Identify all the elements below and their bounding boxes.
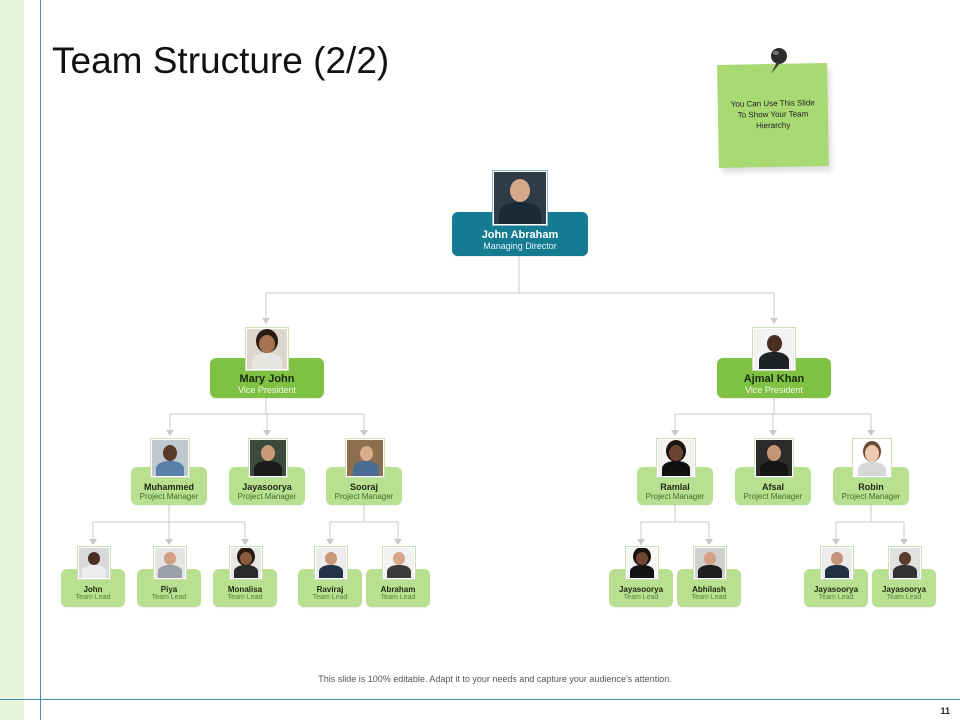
avatar xyxy=(753,328,795,370)
footer-divider-line xyxy=(0,699,960,700)
node-name: John Abraham xyxy=(481,229,559,241)
node-card: Mary John Vice President xyxy=(210,358,324,398)
node-name: Afsal xyxy=(761,482,784,492)
node-name: Abraham xyxy=(380,585,416,594)
node-role: Project Manager xyxy=(237,492,297,501)
avatar xyxy=(246,328,288,370)
node-role: Team Lead xyxy=(691,594,727,601)
node-name: Monalisa xyxy=(227,585,263,594)
node-name: Ramlal xyxy=(660,482,690,492)
avatar xyxy=(78,547,110,579)
node-name: Jayasoorya xyxy=(618,585,664,594)
node-name: Mary John xyxy=(239,373,295,385)
left-accent-band xyxy=(0,0,24,720)
node-role: Team Lead xyxy=(75,594,111,601)
node-name: Abhilash xyxy=(692,585,726,594)
avatar xyxy=(383,547,415,579)
avatar xyxy=(249,439,287,477)
node-card: Jayasoorya Team Lead xyxy=(872,569,936,607)
left-divider-line xyxy=(40,0,41,720)
node-name: Piya xyxy=(160,585,178,594)
node-name: Robin xyxy=(858,482,884,492)
avatar xyxy=(657,439,695,477)
node-role: Project Manager xyxy=(645,492,705,501)
avatar xyxy=(230,547,262,579)
node-role: Team Lead xyxy=(312,594,348,601)
node-role: Vice President xyxy=(238,385,296,395)
avatar xyxy=(151,439,189,477)
avatar xyxy=(755,439,793,477)
node-role: Team Lead xyxy=(886,594,922,601)
node-role: Project Manager xyxy=(139,492,199,501)
page-number: 11 xyxy=(940,706,950,716)
avatar xyxy=(346,439,384,477)
node-name: Jayasoorya xyxy=(881,585,927,594)
avatar xyxy=(154,547,186,579)
node-role: Managing Director xyxy=(483,241,557,251)
avatar xyxy=(821,547,853,579)
avatar xyxy=(889,547,921,579)
node-role: Team Lead xyxy=(380,594,416,601)
node-role: Project Manager xyxy=(334,492,394,501)
avatar xyxy=(853,439,891,477)
node-name: Ajmal Khan xyxy=(743,373,805,385)
node-role: Team Lead xyxy=(818,594,854,601)
node-card: Abhilash Team Lead xyxy=(677,569,741,607)
node-name: Jayasoorya xyxy=(813,585,859,594)
footer-caption: This slide is 100% editable. Adapt it to… xyxy=(318,674,672,684)
node-role: Vice President xyxy=(745,385,803,395)
node-name: Raviraj xyxy=(316,585,344,594)
node-role: Team Lead xyxy=(151,594,187,601)
avatar xyxy=(493,171,547,225)
avatar xyxy=(694,547,726,579)
pushpin-icon xyxy=(771,48,787,74)
node-role: Team Lead xyxy=(623,594,659,601)
node-name: Jayasoorya xyxy=(242,482,292,492)
slide-title: Team Structure (2/2) xyxy=(52,40,390,81)
avatar xyxy=(626,547,658,579)
node-role: Team Lead xyxy=(227,594,263,601)
avatar xyxy=(315,547,347,579)
node-name: Muhammed xyxy=(143,482,194,492)
node-role: Project Manager xyxy=(841,492,901,501)
node-role: Project Manager xyxy=(743,492,803,501)
node-name: Sooraj xyxy=(349,482,378,492)
node-name: John xyxy=(83,585,103,594)
